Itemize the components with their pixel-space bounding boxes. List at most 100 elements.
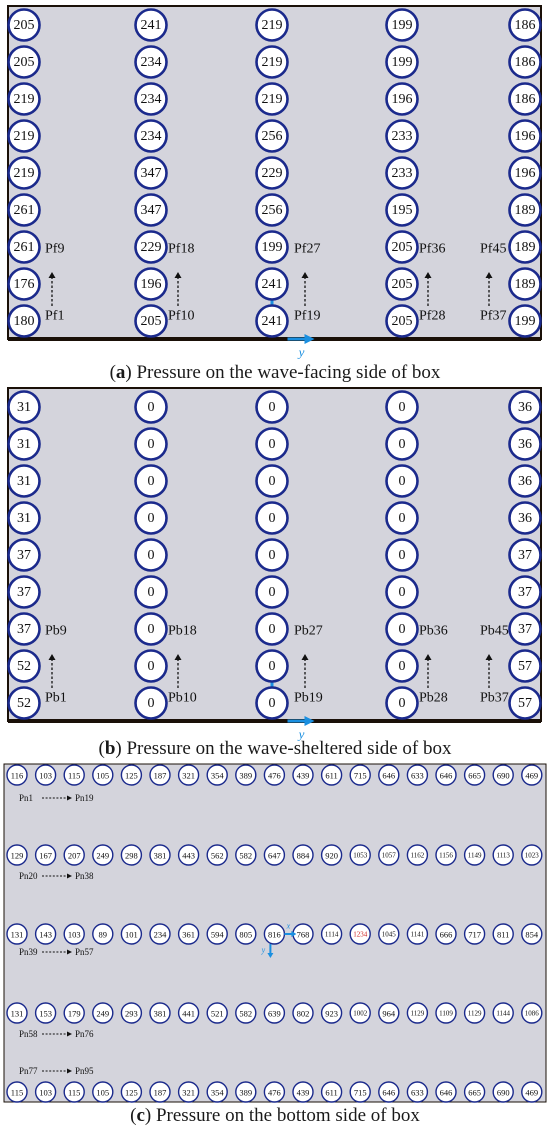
panel-c-sensor-value: 469 xyxy=(525,1087,538,1097)
panel-b-sensor-value: 37 xyxy=(518,585,532,600)
panel-c-sensor-value: 562 xyxy=(211,850,224,860)
panel-a-sensor-value: 199 xyxy=(392,55,413,70)
panel-a-direction-arrow-head xyxy=(301,272,309,278)
panel-c-range-arrow-head xyxy=(67,1031,72,1037)
panel-b-sensor-circle xyxy=(255,501,289,535)
panel-c-sensor-circle xyxy=(92,764,114,786)
panel-c-sensor-value: 129 xyxy=(11,850,24,860)
panel-a-sensor-value: 241 xyxy=(262,277,283,292)
panel-a-sensor-circle xyxy=(7,156,41,190)
panel-a-sensor-value: 186 xyxy=(515,92,536,107)
panel-b-sensor-value: 0 xyxy=(148,400,155,415)
panel-b-sensor-circle xyxy=(255,464,289,498)
panel-c-sensor-circle xyxy=(206,1081,228,1103)
panel-b-sensor-circle xyxy=(134,464,168,498)
panel-a-sensor-circle xyxy=(134,156,168,190)
panel-b-sensor-circle xyxy=(508,464,542,498)
panel-b-sensor-circle xyxy=(134,686,168,720)
panel-c-range-arrow-head xyxy=(67,1068,72,1074)
panel-c-sensor-value: 1045 xyxy=(382,930,397,938)
panel-c-sensor-circle xyxy=(263,844,286,866)
caption-c: (c) Pressure on the bottom side of box xyxy=(130,1105,420,1126)
panel-a-sensor-circle xyxy=(385,156,419,190)
panel-c-sensor-value: 646 xyxy=(440,770,453,780)
panel-a-sensor-circle xyxy=(7,267,41,301)
panel-c-sensor-value: 89 xyxy=(99,929,108,939)
panel-c-sensor-value: 665 xyxy=(468,1087,481,1097)
panel-a-sensor-value: 347 xyxy=(141,166,162,181)
panel-c-sensor-value: 476 xyxy=(268,770,281,780)
panel-c-sensor-circle xyxy=(378,1081,400,1103)
panel-c-sensor-value: 131 xyxy=(11,929,24,939)
panel-c-sensor-value: 354 xyxy=(211,770,225,780)
panel-c-sensor-value: 582 xyxy=(239,850,252,860)
panel-c-sensor-circle xyxy=(149,1002,171,1024)
panel-c-sensor-circle xyxy=(206,1002,228,1024)
panel-c-sensor-value: 1057 xyxy=(382,851,397,859)
panel-c-sensor-circle xyxy=(521,844,543,866)
panel-a-sensor-value: 196 xyxy=(141,277,162,292)
panel-b-sensor-value: 0 xyxy=(399,585,406,600)
panel-c-sensor-value: 646 xyxy=(440,1087,453,1097)
panel-c-sensor-value: 389 xyxy=(239,1087,252,1097)
panel-a-axis-label: y xyxy=(297,345,305,360)
panel-c-range-end: Pn19 xyxy=(75,793,94,803)
panel-a-sensor-value: 189 xyxy=(515,240,536,255)
panel-c-sensor-value: 715 xyxy=(354,1087,367,1097)
panel-c-sensor-value: 187 xyxy=(154,770,167,780)
panel-a-sensor-circle xyxy=(134,82,168,116)
panel-a-sensor-value: 199 xyxy=(515,314,536,329)
panel-a-sensor-circle xyxy=(134,45,168,79)
panel-c-sensor-circle xyxy=(521,1002,543,1024)
panel-c-sensor-circle xyxy=(92,1081,114,1103)
panel-c-sensor-circle xyxy=(492,923,514,945)
panel-a-sensor-value: 196 xyxy=(515,129,536,144)
panel-b-sensor-value: 57 xyxy=(518,696,532,711)
panel-c-sensor-circle xyxy=(149,1081,171,1103)
panel-c-sensor-circle xyxy=(492,1081,514,1103)
panel-c-sensor-circle xyxy=(292,1081,314,1103)
panel-c-axis-x-head xyxy=(291,931,297,937)
panel-c-sensor-circle xyxy=(177,923,200,945)
panel-c-sensor-value: 647 xyxy=(268,850,281,860)
panel-a-sensor-circle xyxy=(7,45,41,79)
panel-c-sensor-value: 103 xyxy=(39,1087,52,1097)
panel-c-sensor-circle xyxy=(120,923,143,945)
panel-a-sensor-circle xyxy=(7,82,41,116)
panel-c-range-arrow-head xyxy=(67,949,72,955)
panel-a-direction-arrow-head xyxy=(485,272,493,278)
panel-a-label-top: Pf36 xyxy=(419,242,445,257)
panel-a-label-bottom: Pf19 xyxy=(294,309,320,324)
panel-c-sensor-circle xyxy=(292,844,314,866)
panel-c-sensor-value: 381 xyxy=(154,850,167,860)
panel-c-sensor-circle xyxy=(463,844,486,866)
panel-a-sensor-circle xyxy=(508,119,542,153)
panel-a-sensor-value: 256 xyxy=(262,129,283,144)
panel-c-sensor-circle xyxy=(435,764,457,786)
panel-c-sensor-circle xyxy=(149,923,171,945)
panel-c-sensor-circle xyxy=(435,1002,457,1024)
panel-c-sensor-circle xyxy=(406,1081,429,1103)
panel-c-range-start: Pn20 xyxy=(19,871,38,881)
panel-b-sensor-value: 0 xyxy=(148,437,155,452)
panel-c-sensor-value: 381 xyxy=(154,1008,167,1018)
panel-a-sensor-circle xyxy=(134,230,168,264)
panel-b-sensor-circle xyxy=(134,501,168,535)
panel-b-label-top: Pb9 xyxy=(45,624,67,639)
caption-a: (a) Pressure on the wave-facing side of … xyxy=(109,362,441,383)
panel-b-label-top: Pb18 xyxy=(168,624,197,639)
panel-c-sensor-circle xyxy=(349,923,371,945)
panel-a-sensor-circle xyxy=(508,8,542,42)
panel-b-sensor-circle xyxy=(508,686,542,720)
panel-c-sensor-circle xyxy=(521,764,543,786)
panel-a-label-top: Pf27 xyxy=(294,242,320,257)
panel-c-sensor-circle xyxy=(521,1081,543,1103)
panel-c-range-end: Pn76 xyxy=(75,1029,94,1039)
panel-b-sensor-circle xyxy=(508,612,542,646)
panel-c-range-arrow-head xyxy=(67,795,72,801)
panel-c-sensor-value: 884 xyxy=(297,850,311,860)
panel-b-label-top: Pb36 xyxy=(419,624,448,639)
panel-a-sensor-circle xyxy=(7,230,41,264)
panel-b-sensor-value: 31 xyxy=(17,474,31,489)
panel-c-sensor-value: 116 xyxy=(11,770,23,780)
